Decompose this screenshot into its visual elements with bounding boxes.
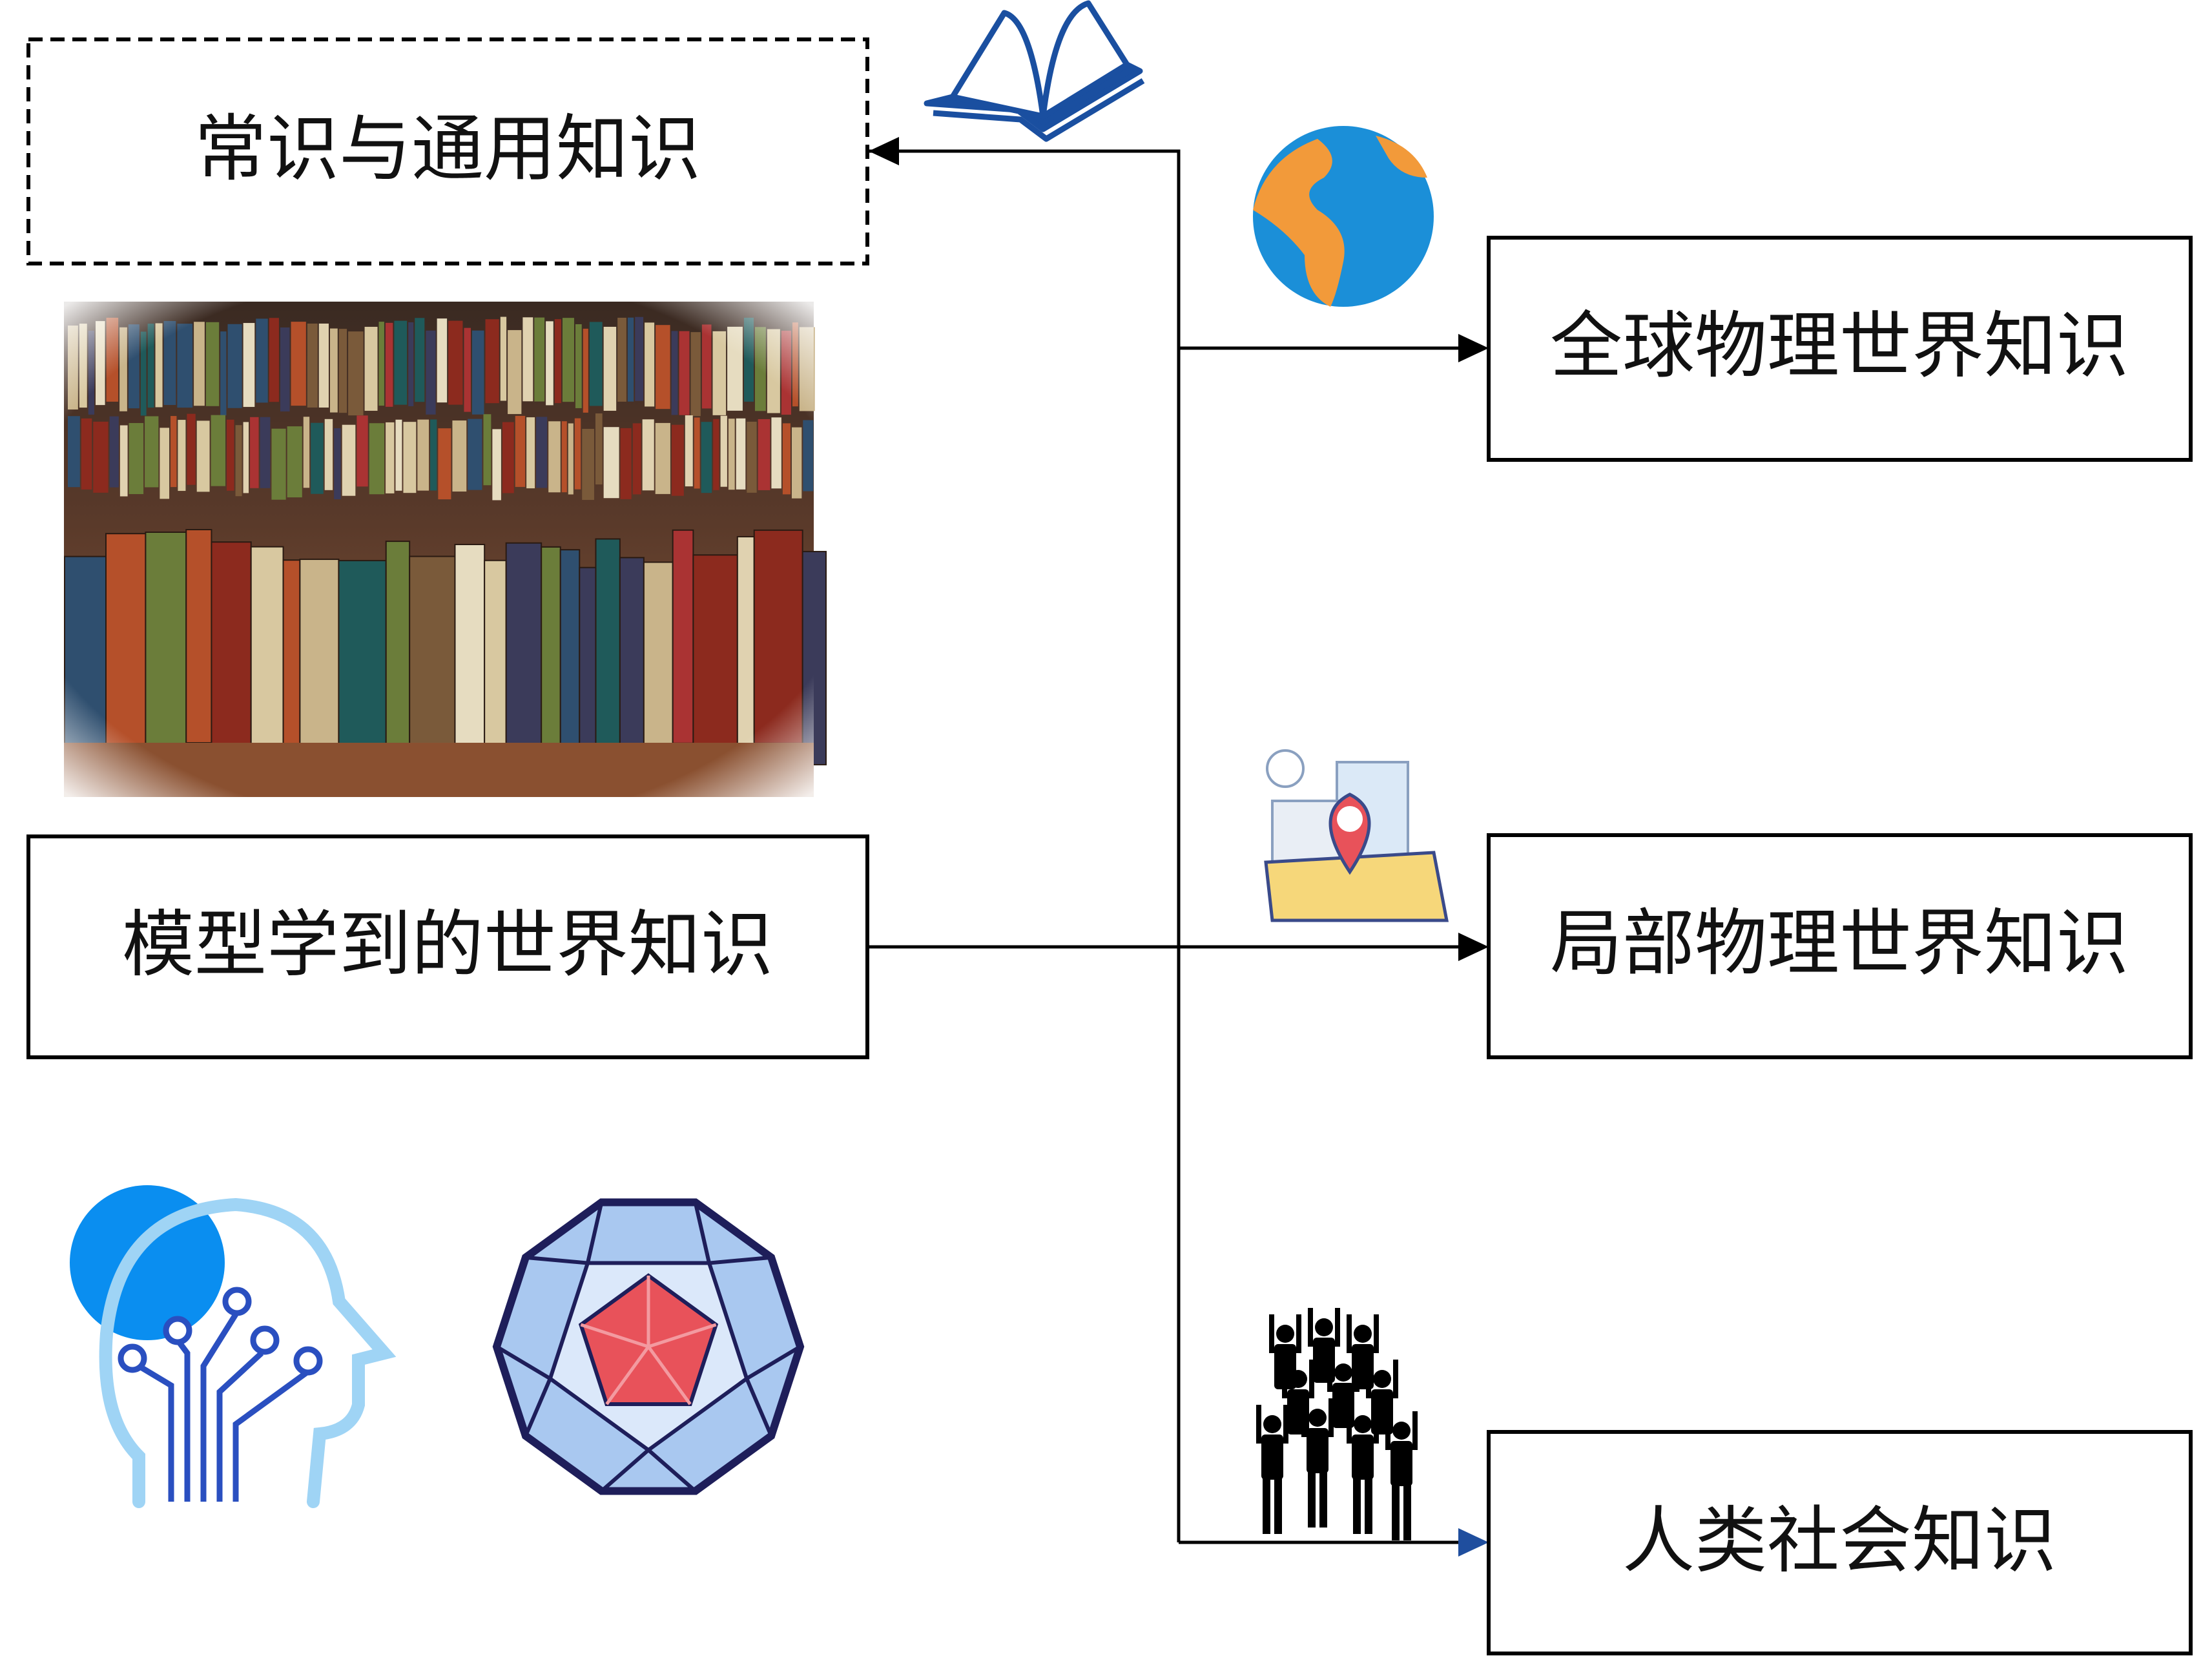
map-location-icon (1264, 749, 1449, 922)
label-common-knowledge: 常识与通用知识 (194, 107, 701, 191)
crowd-icon (1256, 1308, 1418, 1540)
box-common-knowledge: 常识与通用知识 (26, 37, 869, 265)
connectors (867, 137, 1489, 1557)
polyhedron-icon (492, 1198, 805, 1495)
person-figure (1301, 1398, 1334, 1528)
label-model-world-knowledge: 模型学到的世界知识 (122, 903, 773, 987)
person-figure (1347, 1405, 1379, 1534)
open-book-icon (924, 0, 1145, 142)
ai-head-icon (70, 1185, 397, 1508)
arrowhead-human (1458, 1528, 1489, 1557)
library-bookshelf-image (64, 302, 827, 797)
label-human-society: 人类社会知识 (1622, 1499, 2056, 1583)
label-local-physical: 局部物理世界知识 (1550, 902, 2129, 986)
person-figure (1385, 1411, 1418, 1540)
box-local-physical: 局部物理世界知识 (1487, 833, 2193, 1059)
box-model-world-knowledge: 模型学到的世界知识 (26, 834, 869, 1059)
connector-to-common-knowledge (869, 149, 1181, 1542)
box-human-society: 人类社会知识 (1487, 1430, 2193, 1655)
arrowhead-local (1458, 933, 1489, 961)
box-global-physical: 全球物理世界知识 (1487, 236, 2193, 462)
label-global-physical: 全球物理世界知识 (1550, 304, 2129, 388)
arrowhead-common (869, 137, 899, 165)
person-figure (1256, 1405, 1288, 1534)
globe-icon (1253, 126, 1434, 307)
image-vignette (64, 302, 814, 797)
arrowhead-global (1458, 334, 1489, 362)
